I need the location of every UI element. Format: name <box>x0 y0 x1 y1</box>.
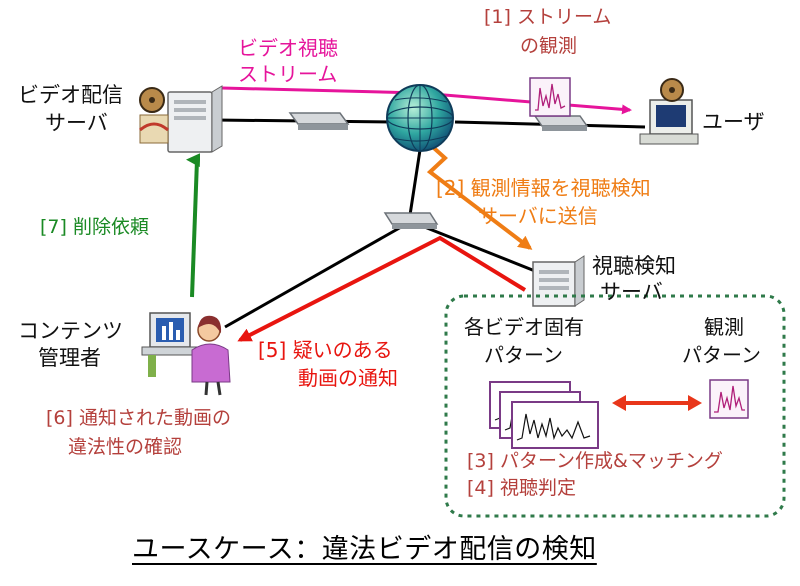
video-server-label-line2: サーバ <box>45 111 108 135</box>
content-admin-icon <box>141 312 231 396</box>
internet-globe-icon <box>386 84 454 152</box>
detection-server-label-line2: サーバ <box>600 280 663 304</box>
step-5-label-line2: 動画の通知 <box>298 366 398 390</box>
router-icon <box>288 112 350 130</box>
observed-pattern-label-line2: パターン <box>682 343 761 367</box>
step-7-label: [7] 削除依頼 <box>40 216 149 238</box>
step-2-label: [2] 観測情報を視聴検知 <box>436 176 651 200</box>
observation-chart-icon <box>529 77 571 117</box>
page-title: ユースケース：違法ビデオ配信の検知 <box>132 534 597 565</box>
observed-pattern-label: 観測 <box>704 315 744 339</box>
step-6-label-line2: 違法性の確認 <box>68 436 183 458</box>
step-1-label-line2: の観測 <box>520 35 578 57</box>
notify-arrow <box>237 235 527 342</box>
send-arrow <box>423 138 533 250</box>
detection-process-box <box>444 294 786 518</box>
matching-arrow <box>612 395 702 411</box>
router-icon <box>383 212 439 229</box>
video-server-icon <box>139 85 223 153</box>
delete-request-arrow <box>186 153 201 298</box>
observed-pattern-icon <box>709 379 749 419</box>
content-admin-label: コンテンツ <box>18 319 123 343</box>
step-5-label: [5] 疑いのある <box>258 338 393 362</box>
video-pattern-label-line2: パターン <box>484 343 563 367</box>
video-pattern-stack <box>489 381 599 449</box>
video-pattern-label: 各ビデオ固有 <box>464 315 584 339</box>
network-lines <box>214 118 646 329</box>
detection-server-icon <box>532 255 585 307</box>
user-label: ユーザ <box>702 110 765 134</box>
router-icon <box>533 115 589 131</box>
step-6-label: [6] 通知された動画の <box>46 407 231 429</box>
content-admin-label-line2: 管理者 <box>38 346 101 370</box>
video-server-label: ビデオ配信 <box>18 83 123 107</box>
step-2-label-line2: サーバに送信 <box>478 204 598 228</box>
stream-label-line2: ストリーム <box>238 62 338 86</box>
detection-server-label: 視聴検知 <box>592 254 676 278</box>
user-pc-icon <box>639 78 699 145</box>
step-4-label: [4] 視聴判定 <box>467 477 576 499</box>
step-3-label: [3] パターン作成&マッチング <box>467 450 723 472</box>
step-1-label: [1] ストリーム <box>484 6 612 28</box>
stream-label: ビデオ視聴 <box>238 36 338 60</box>
